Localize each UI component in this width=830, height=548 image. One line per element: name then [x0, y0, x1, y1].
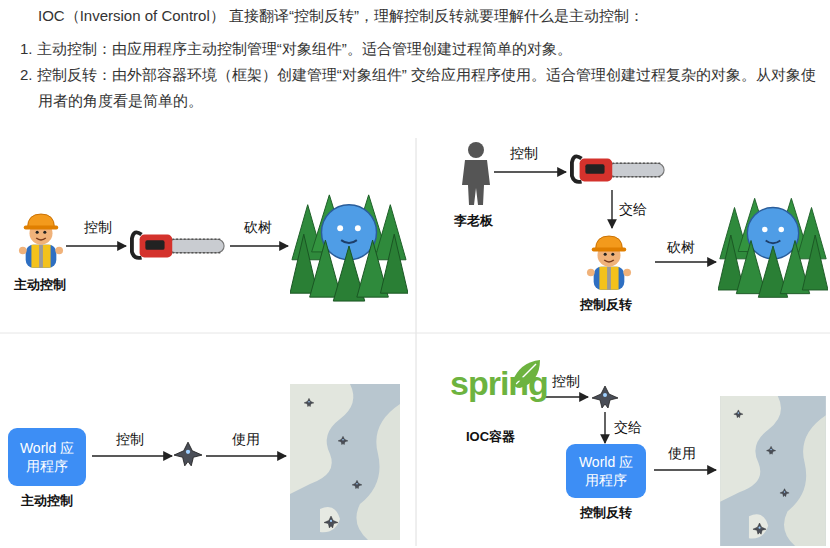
worker-figure	[19, 214, 63, 268]
dividers	[0, 138, 830, 546]
arrow-label: 控制	[552, 372, 580, 391]
arrow-label: 控制	[84, 218, 112, 237]
arrow	[604, 412, 605, 443]
arrow-label: 使用	[668, 444, 696, 463]
spaceship	[174, 442, 202, 466]
arrow-label: 砍树	[244, 218, 272, 237]
spaceship	[592, 386, 618, 408]
divider	[416, 138, 417, 546]
worker-figure	[587, 236, 631, 290]
boss-silhouette	[462, 142, 490, 205]
arrow-label: 交给	[619, 200, 647, 219]
list-item: 2. 控制反转：由外部容器环境（框架）创建管理“对象组件” 交给应用程序使用。适…	[20, 62, 820, 114]
arrow-label: 使用	[232, 430, 260, 449]
forest	[718, 198, 828, 297]
arrow	[494, 171, 566, 172]
chainsaw	[132, 232, 224, 258]
box-caption: 控制反转	[566, 504, 646, 522]
title: IOC（Inversion of Control） 直接翻译“控制反转”，理解控…	[38, 6, 644, 26]
game-map	[720, 396, 826, 546]
arrow-label: 主动控制	[14, 276, 66, 294]
arrow	[655, 261, 716, 262]
boss-head	[468, 142, 484, 158]
chainsaw	[572, 156, 664, 182]
arrow-label: 交给	[614, 418, 642, 437]
app-node: World 应用程序主动控制	[8, 428, 86, 510]
arrow-label: IOC容器	[466, 428, 515, 446]
app-box: World 应用程序	[566, 444, 646, 498]
list-item: 1. 主动控制：由应用程序主动控制管理“对象组件”。适合管理创建过程简单的对象。	[20, 36, 820, 62]
arrow-label: 砍树	[667, 238, 695, 257]
arrow-label: 控制反转	[580, 296, 632, 314]
logo-text: spring	[450, 366, 548, 400]
arrow	[542, 396, 588, 397]
box-text: World 应用程序	[577, 453, 636, 489]
arrow	[206, 455, 286, 456]
boss-body	[462, 160, 490, 205]
game-map	[290, 384, 400, 540]
divider	[0, 333, 830, 334]
app-node: World 应用程序控制反转	[566, 444, 646, 522]
arrow	[230, 245, 288, 246]
box-text: World 应用程序	[18, 439, 77, 475]
arrow-label: 控制	[510, 144, 538, 163]
arrow	[611, 190, 612, 228]
app-box: World 应用程序	[8, 428, 86, 486]
arrow-label: 李老板	[454, 212, 493, 230]
arrow-label: 控制	[116, 430, 144, 449]
arrow	[66, 245, 126, 246]
arrow	[654, 469, 716, 470]
box-caption: 主动控制	[8, 492, 86, 510]
arrows	[66, 172, 716, 470]
arrow	[92, 455, 172, 456]
forest	[290, 195, 408, 301]
